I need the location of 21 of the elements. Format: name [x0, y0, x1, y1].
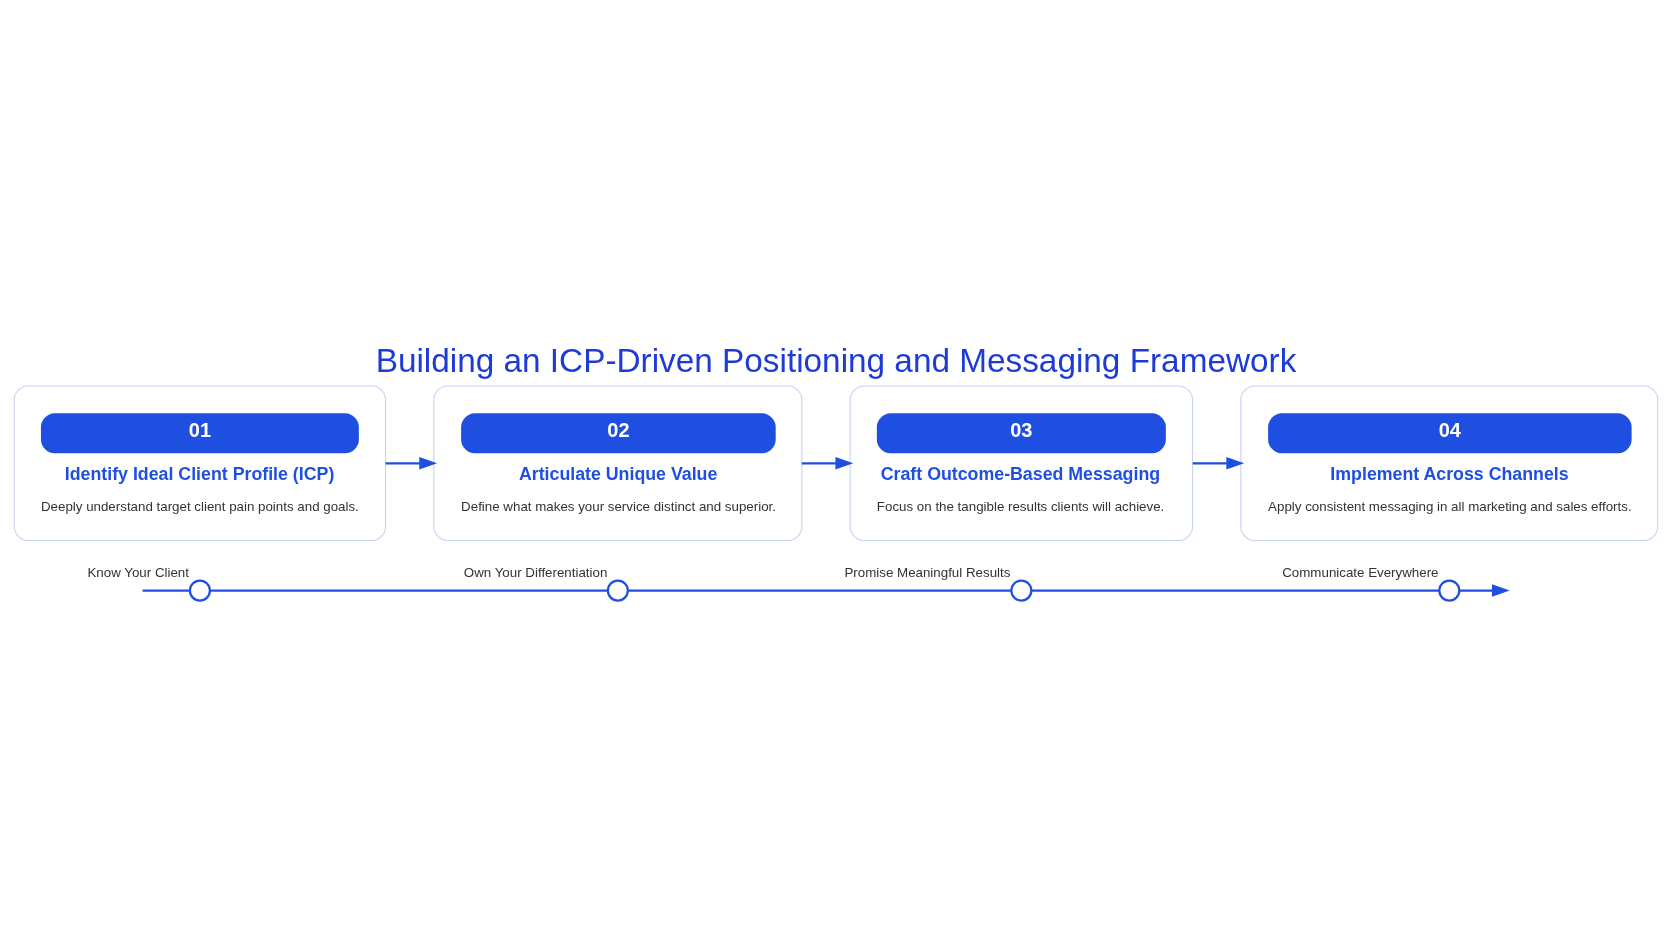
connector — [628, 589, 1011, 592]
node-box: 03 Craft Outcome-Based Messaging Focus on the tangible results clients will achieve. — [849, 385, 1194, 542]
node-label: Know Your Client — [87, 564, 189, 580]
node-box: 01 Identify Ideal Client Profile (ICP) Deeply understand target client pain points and goals. — [13, 385, 387, 542]
arrow — [1192, 457, 1245, 470]
arrow — [801, 457, 854, 470]
connector — [210, 589, 608, 592]
node-circle — [1010, 579, 1033, 602]
node-circle — [606, 579, 629, 602]
node-circle — [1438, 579, 1461, 602]
connector — [1031, 589, 1440, 592]
node-label: Communicate Everywhere — [1282, 564, 1439, 580]
arrow — [385, 457, 438, 470]
node-label: Own Your Differentiation — [463, 564, 608, 580]
node-box: 02 Articulate Unique Value Define what makes your service distinct and superior. — [433, 385, 803, 542]
node-circle — [188, 579, 211, 602]
node-box: 04 Implement Across Channels Apply consistent messaging in all marketing and sales efforts. — [1240, 385, 1659, 542]
connector — [142, 589, 190, 592]
node-label: Promise Meaningful Results — [844, 564, 1011, 580]
diagram-title: Building an ICP-Driven Positioning and Messaging Framework — [375, 341, 1297, 379]
arrow — [1459, 584, 1510, 597]
